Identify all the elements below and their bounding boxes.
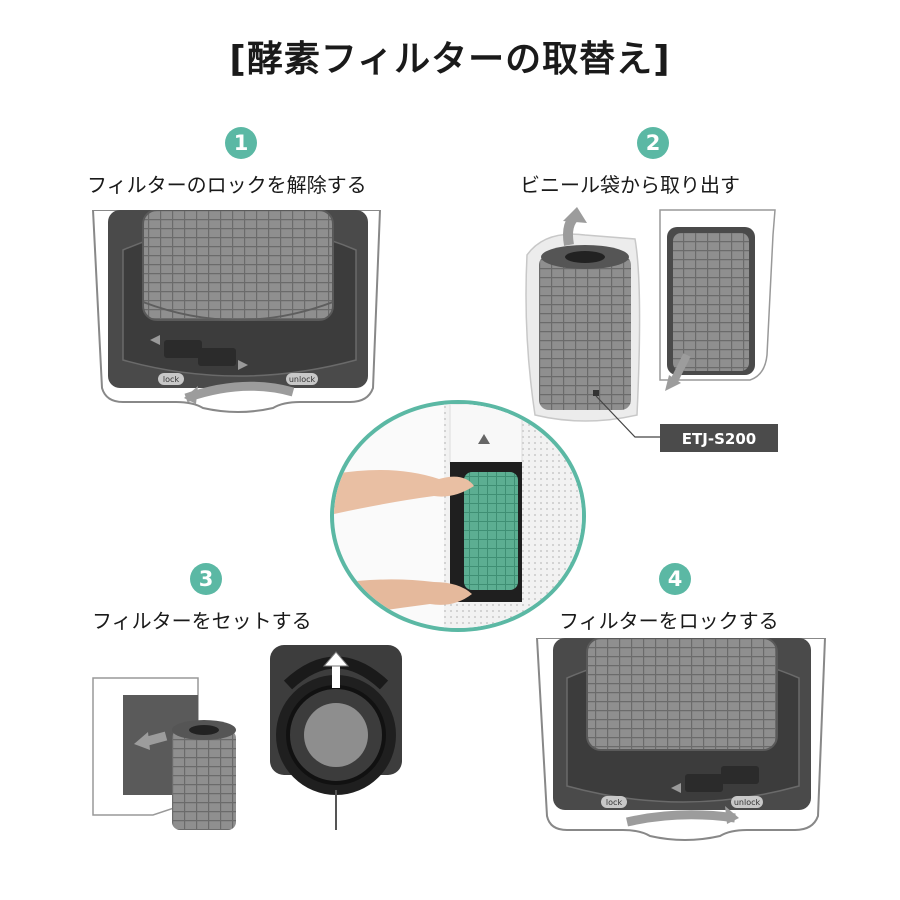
unlock-label-step4: unlock	[734, 798, 761, 807]
page-title: [酵素フィルターの取替え]	[229, 39, 671, 80]
lock-label: lock	[163, 375, 180, 384]
model-label-box	[660, 424, 778, 452]
step-2-label: ビニール袋から取り出す	[520, 173, 740, 197]
step-1-unlock-illustration: lock unlock	[91, 210, 382, 413]
step-3-badge: 3	[190, 563, 222, 595]
step-4-label: フィルターをロックする	[559, 609, 779, 633]
step-1-label: フィルターのロックを解除する	[87, 173, 367, 197]
filter-replacement-photo	[330, 400, 586, 632]
unlock-label: unlock	[289, 375, 316, 384]
step-1-badge: 1	[225, 127, 257, 159]
step-4-lock-illustration: lock unlock	[535, 638, 827, 841]
model-label: ETJ-S200	[682, 430, 756, 448]
lock-label-step4: lock	[606, 798, 623, 807]
step-3-insert-illustration	[92, 645, 402, 830]
step-3-label: フィルターをセットする	[92, 609, 312, 633]
step-4-badge: 4	[659, 563, 691, 595]
step-2-unwrap-illustration: ETJ-S200	[525, 207, 778, 452]
unlock-pill	[286, 373, 318, 385]
lock-pill	[158, 373, 184, 385]
step-2-badge: 2	[637, 127, 669, 159]
